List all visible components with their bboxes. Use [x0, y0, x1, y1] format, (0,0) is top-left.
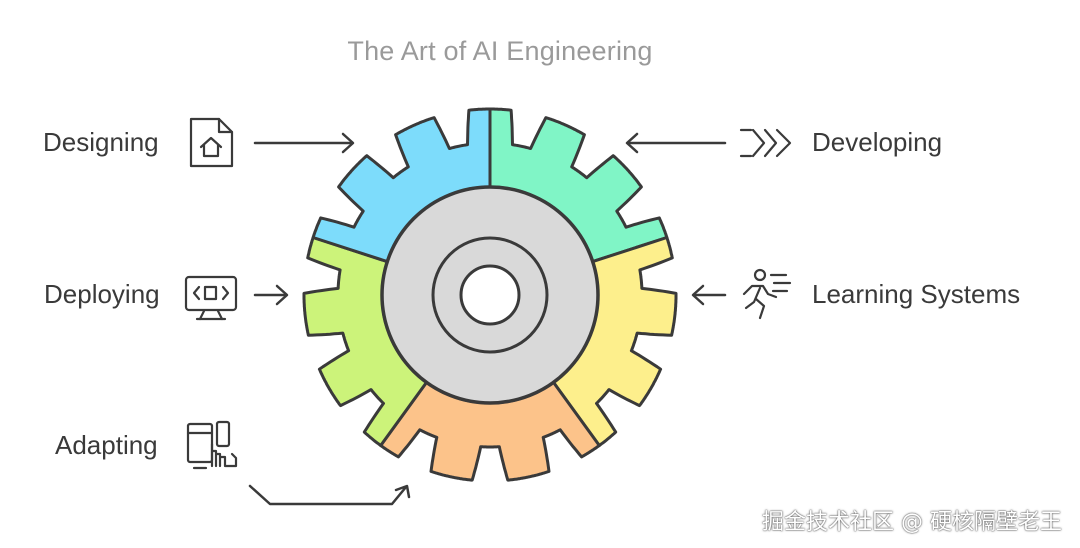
gear-segment-learning-systems — [552, 236, 678, 447]
responsive-devices-touch-icon — [186, 420, 238, 470]
monitor-code-icon — [184, 275, 238, 321]
gear-hub-hole — [459, 264, 521, 326]
document-house-icon — [189, 117, 234, 168]
label-learning-systems: Learning Systems — [812, 279, 1021, 309]
label-developing: Developing — [812, 127, 943, 157]
label-adapting: Adapting — [55, 430, 158, 460]
running-person-icon — [742, 268, 792, 320]
gear-segment-designing — [311, 107, 492, 264]
gear-segment-deploying — [302, 236, 428, 447]
label-deploying: Deploying — [44, 279, 160, 309]
adapting-arrow — [248, 484, 411, 506]
watermark: 掘金技术社区 @ 硬核隔壁老王 — [762, 510, 1062, 535]
gear-segment-developing — [488, 107, 669, 264]
deploying-arrow — [253, 284, 289, 306]
fast-forward-chevrons-icon — [739, 128, 792, 158]
developing-arrow — [625, 132, 727, 154]
designing-arrow — [253, 132, 355, 154]
learning-arrow — [691, 284, 727, 306]
diagram-title: The Art of AI Engineering — [347, 36, 653, 66]
gear-segment-adapting — [379, 380, 601, 482]
label-designing: Designing — [43, 127, 159, 157]
